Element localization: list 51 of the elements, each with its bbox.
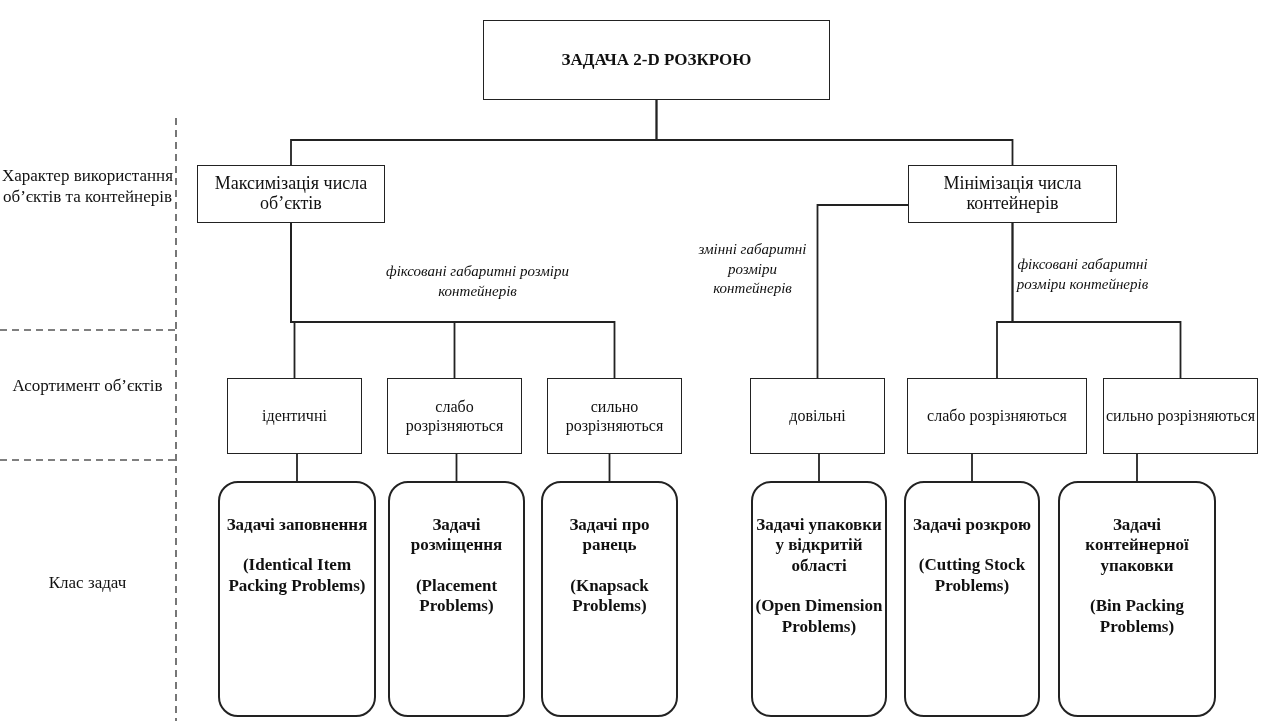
node-subtitle: (Knapsack Problems) bbox=[569, 575, 650, 617]
rounded-class-box bbox=[904, 481, 1040, 717]
node-title: ідентичні bbox=[262, 406, 327, 426]
connector-line bbox=[608, 453, 611, 482]
connector-line bbox=[816, 204, 909, 379]
node-title: ЗАДАЧА 2-D РОЗКРОЮ bbox=[561, 49, 752, 71]
connector-line bbox=[818, 453, 820, 482]
category-box bbox=[1103, 378, 1258, 454]
node-subtitle: (Cutting Stock Problems) bbox=[917, 555, 1027, 597]
node-title: сильно розрізняються bbox=[564, 396, 665, 436]
node-title: довільні bbox=[789, 406, 846, 426]
connector-line bbox=[1136, 453, 1138, 482]
branch-label: змінні габаритні розміри контейнерів bbox=[697, 240, 808, 298]
branch-label: фіксовані габаритні розміри контейнерів bbox=[1015, 255, 1150, 294]
category-box bbox=[907, 378, 1087, 454]
node-title: Задачі розміщення bbox=[409, 515, 504, 556]
rounded-class-box bbox=[541, 481, 678, 717]
row-label: Характер використання об’єктів та контейнерів bbox=[1, 165, 174, 208]
node-subtitle: (Open Dimension Problems) bbox=[754, 596, 884, 637]
node-title: Мінімізація числа контейнерів bbox=[942, 174, 1083, 214]
rounded-class-box bbox=[1058, 481, 1216, 717]
node-title: Максимізація числа об’єктів bbox=[213, 174, 369, 214]
connector-line bbox=[1011, 222, 1182, 379]
category-box bbox=[483, 20, 830, 100]
connector-line bbox=[296, 453, 298, 482]
connector-line bbox=[455, 453, 458, 482]
category-box bbox=[750, 378, 885, 454]
node-title: сильно розрізняються bbox=[1106, 406, 1255, 426]
node-subtitle: (Placement Problems) bbox=[414, 575, 499, 617]
node-title: Задачі контейнерної упаковки bbox=[1084, 515, 1190, 577]
rounded-class-box bbox=[751, 481, 887, 717]
row-label: Асортимент об’єктів bbox=[11, 375, 164, 397]
node-title: Задачі упаковки у відкритій області bbox=[755, 515, 883, 577]
node-title: Задачі про ранець bbox=[568, 515, 651, 556]
category-box bbox=[197, 165, 385, 223]
branch-label: фіксовані габаритні розміри контейнерів bbox=[385, 262, 570, 301]
node-title: Задачі заповнення bbox=[226, 515, 368, 536]
category-box bbox=[227, 378, 362, 454]
row-label: Клас задач bbox=[47, 572, 128, 594]
rounded-class-box bbox=[388, 481, 525, 717]
node-subtitle: (Identical Item Packing Problems) bbox=[227, 555, 367, 597]
node-title: слабо розрізняються bbox=[404, 396, 505, 436]
category-box bbox=[387, 378, 522, 454]
rounded-class-box bbox=[218, 481, 376, 717]
category-box bbox=[547, 378, 682, 454]
category-box bbox=[908, 165, 1117, 223]
node-subtitle: (Bin Packing Problems) bbox=[1089, 596, 1185, 637]
connector-line bbox=[655, 99, 1014, 166]
node-title: слабо розрізняються bbox=[927, 406, 1067, 426]
connector-line bbox=[971, 453, 973, 482]
node-title: Задачі розкрою bbox=[913, 515, 1031, 536]
